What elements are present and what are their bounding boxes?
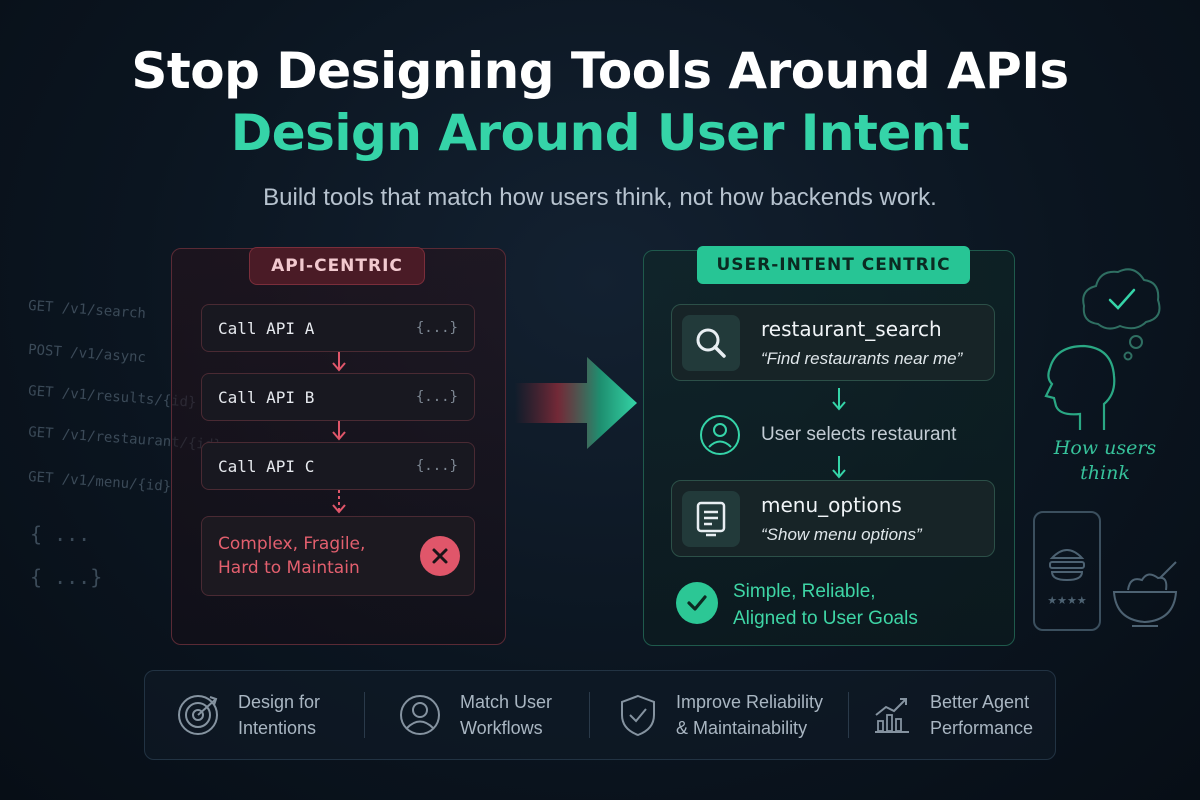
api-step-label: Call API A	[218, 318, 315, 338]
result-line: Hard to Maintain	[218, 558, 360, 578]
api-step-c: Call API C {...}	[201, 442, 475, 490]
target-icon	[178, 695, 218, 735]
benefit-line: Match User	[460, 692, 553, 712]
tool-restaurant-search: restaurant_search “Find restaurants near…	[671, 304, 995, 381]
api-step-payload: {...}	[415, 458, 458, 474]
benefit-line: Performance	[930, 718, 1034, 738]
page-subtitle-highlight: Design Around User Intent	[230, 104, 970, 162]
tagline: Build tools that match how users think, …	[263, 184, 937, 211]
result-line: Complex, Fragile,	[218, 534, 366, 554]
benefit-line: Design for	[238, 692, 321, 712]
bg-code-line: POST /v1/async	[27, 341, 147, 367]
phone-food-icon: ★★★★	[1033, 511, 1101, 631]
user-icon	[700, 415, 740, 455]
divider	[589, 692, 590, 738]
api-centric-badge: API-CENTRIC	[249, 247, 425, 285]
search-icon	[682, 315, 740, 371]
benefit-improve-reliability: Improve Reliability & Maintainability	[618, 670, 823, 760]
result-line: Simple, Reliable,	[733, 581, 876, 602]
api-step-label: Call API C	[218, 456, 315, 476]
api-centric-result: Complex, Fragile, Hard to Maintain	[201, 516, 475, 596]
result-line: Aligned to User Goals	[733, 608, 918, 629]
tool-menu-options: menu_options “Show menu options”	[671, 480, 995, 557]
illustration-caption: How users	[1053, 437, 1157, 459]
transition-arrow-icon	[515, 357, 637, 449]
thought-bubble-icon	[1082, 268, 1161, 361]
arrow-down-icon	[832, 388, 846, 411]
tool-name: restaurant_search	[761, 317, 942, 341]
illustration-caption: think	[1080, 462, 1130, 484]
divider	[364, 692, 365, 738]
api-step-payload: {...}	[415, 320, 458, 336]
shield-check-icon	[621, 694, 655, 737]
bg-code-brace: { ...}	[30, 565, 103, 589]
api-step-b: Call API B {...}	[201, 373, 475, 421]
menu-card-icon	[682, 491, 740, 547]
user-step-text: User selects restaurant	[761, 424, 957, 445]
benefit-better-agent-performance: Better Agent Performance	[872, 670, 1033, 760]
growth-chart-icon	[875, 698, 909, 733]
benefits-bar	[144, 670, 1056, 760]
api-step-label: Call API B	[218, 387, 315, 407]
dashed-arrow-down-icon	[332, 490, 346, 514]
benefit-match-user-workflows: Match User Workflows	[398, 670, 552, 760]
api-step-a: Call API A {...}	[201, 304, 475, 352]
arrow-down-icon	[332, 352, 346, 372]
benefit-line: Workflows	[460, 718, 543, 738]
check-circle-icon	[676, 582, 718, 624]
benefit-line: Intentions	[238, 718, 317, 738]
divider	[848, 692, 849, 738]
bg-code-brace: { ...	[30, 522, 91, 546]
user-intent-badge: USER-INTENT CENTRIC	[697, 246, 970, 284]
benefit-line: Better Agent	[930, 692, 1030, 712]
benefit-line: Improve Reliability	[676, 692, 824, 712]
page-title: Stop Designing Tools Around APIs	[131, 42, 1069, 100]
bg-code-line: GET /v1/search	[27, 297, 147, 323]
arrow-down-icon	[332, 421, 346, 441]
tool-intent-quote: “Find restaurants near me”	[761, 349, 963, 368]
food-bowl-icon	[1112, 561, 1178, 627]
user-circle-icon	[400, 695, 440, 735]
api-step-payload: {...}	[415, 389, 458, 405]
x-circle-icon	[420, 536, 460, 576]
benefit-line: & Maintainability	[676, 718, 808, 738]
head-profile-icon	[1044, 344, 1116, 430]
svg-text:★★★★: ★★★★	[1047, 594, 1087, 607]
bg-code-line: GET /v1/menu/{id}	[27, 469, 172, 495]
benefit-design-for-intentions: Design for Intentions	[176, 670, 320, 760]
tool-intent-quote: “Show menu options”	[761, 525, 922, 544]
tool-name: menu_options	[761, 493, 902, 517]
arrow-down-icon	[832, 456, 846, 479]
